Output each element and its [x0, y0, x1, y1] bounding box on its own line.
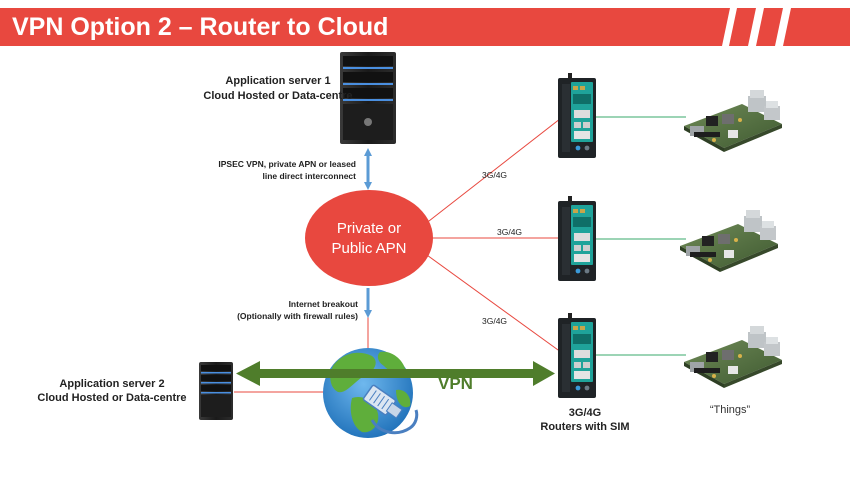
circuit-board-icon	[684, 90, 782, 152]
server1-label: Application server 1 Cloud Hosted or Dat…	[168, 74, 388, 104]
cellular-label-1: 3G/4G	[482, 170, 508, 180]
server1-label-line2: Cloud Hosted or Data-centre	[203, 90, 353, 102]
vpn-arrow	[236, 361, 555, 386]
server2-label-line1: Application server 2	[59, 378, 165, 390]
cellular-link-3	[419, 249, 566, 356]
server1-label-line1: Application server 1	[225, 75, 331, 87]
cellular-label-3: 3G/4G	[482, 316, 508, 326]
cellular-label-2: 3G/4G	[497, 227, 523, 237]
apn-label-line2: Public APN	[331, 240, 407, 257]
routers-label-line2: Routers with SIM	[540, 421, 630, 433]
ipsec-label: IPSEC VPN, private APN or leased line di…	[206, 158, 356, 182]
server-tower-icon	[340, 52, 396, 144]
apn-label: Private or Public APN	[303, 219, 435, 259]
ipsec-label-line2: line direct interconnect	[262, 171, 356, 181]
circuit-board-icon	[684, 326, 782, 388]
vpn-label: VPN	[438, 374, 473, 393]
server2-label: Application server 2 Cloud Hosted or Dat…	[22, 377, 202, 405]
apn-ellipse	[305, 190, 433, 286]
routers-label: 3G/4G Routers with SIM	[530, 406, 640, 434]
cellular-router-icon	[558, 313, 596, 398]
cellular-router-icon	[558, 196, 596, 281]
internet-label-line1: Internet breakout	[288, 299, 358, 309]
cellular-router-icon	[558, 73, 596, 158]
routers-label-line1: 3G/4G	[568, 407, 602, 419]
apn-label-line1: Private or	[336, 220, 402, 237]
ethernet-cable	[370, 409, 419, 435]
server-tower-icon	[199, 362, 233, 420]
ethernet-plug-icon	[362, 384, 403, 419]
things-label: “Things”	[709, 404, 751, 416]
internet-breakout-label: Internet breakout (Optionally with firew…	[218, 298, 358, 322]
ipsec-label-line1: IPSEC VPN, private APN or leased	[218, 159, 356, 169]
internet-label-line2: (Optionally with firewall rules)	[237, 311, 358, 321]
server2-label-line2: Cloud Hosted or Data-centre	[37, 392, 187, 404]
page-title: VPN Option 2 – Router to Cloud	[12, 13, 389, 41]
circuit-board-icon	[680, 210, 778, 272]
cellular-link-1	[419, 114, 566, 229]
title-banner	[0, 8, 850, 46]
